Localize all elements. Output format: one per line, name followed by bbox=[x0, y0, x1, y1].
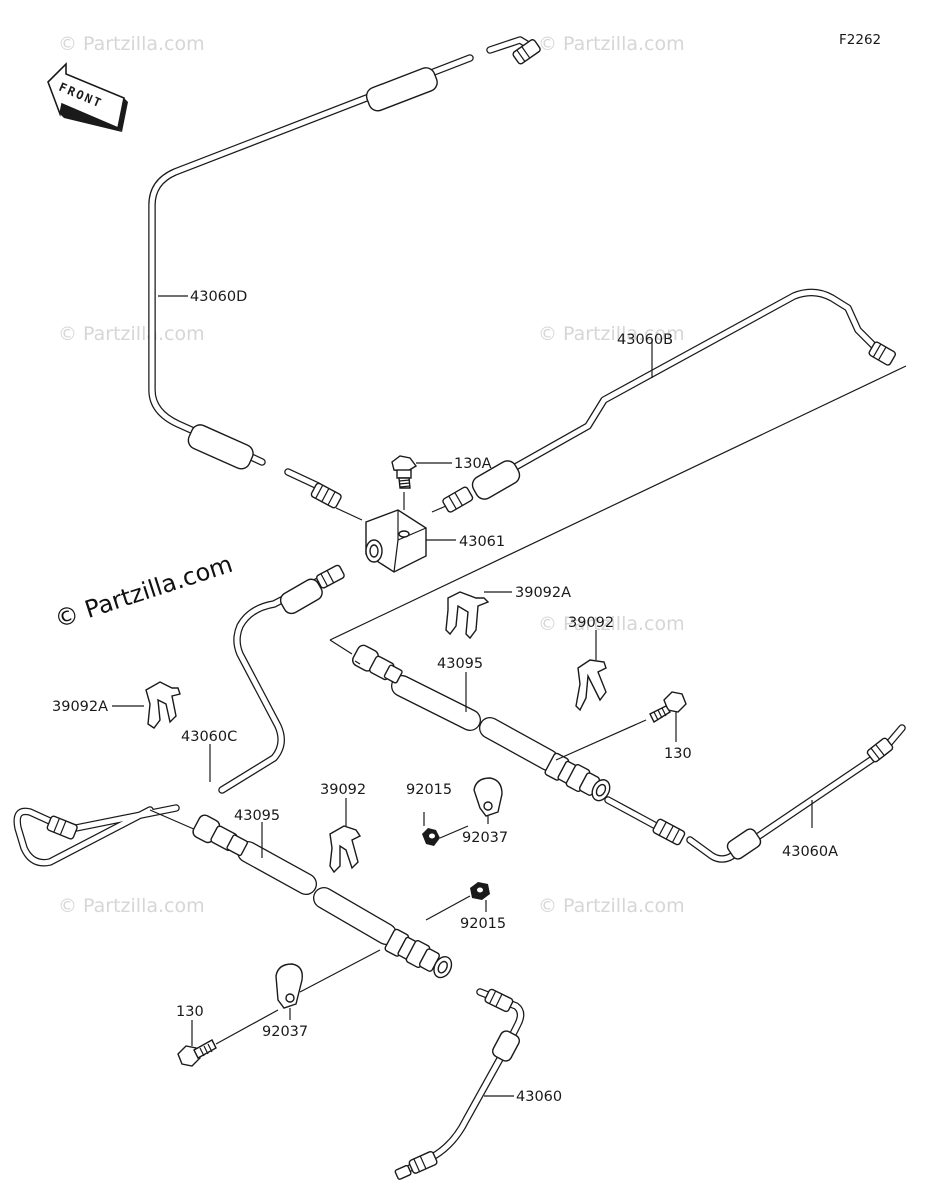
nut-92015-lower-icon bbox=[425, 882, 490, 921]
bolt-130A-icon bbox=[391, 455, 452, 489]
front-arrow-icon: FRONT bbox=[47, 62, 128, 132]
reference-frame bbox=[329, 365, 907, 655]
label-43060D: 43060D bbox=[190, 289, 247, 305]
watermark: © Partzilla.com bbox=[538, 895, 685, 917]
label-39092A-upper: 39092A bbox=[515, 585, 571, 601]
brake-pipe-43060C bbox=[13, 564, 345, 867]
watermark: © Partzilla.com bbox=[538, 33, 685, 55]
label-43060B: 43060B bbox=[617, 332, 673, 348]
label-43060C: 43060C bbox=[181, 729, 237, 745]
watermark: © Partzilla.com bbox=[538, 613, 685, 635]
hose-clip-39092-lower bbox=[329, 825, 362, 874]
label-43095-upper: 43095 bbox=[437, 656, 483, 672]
clamp-92037-upper-icon bbox=[473, 777, 503, 824]
brake-hose-43095-upper bbox=[351, 644, 611, 802]
hose-clip-39092A-left bbox=[145, 681, 181, 729]
label-92015-lower: 92015 bbox=[460, 916, 506, 932]
part-labels: 43060D 43060B 130A 43061 39092A 39092 43… bbox=[52, 289, 838, 1105]
clamp-92037-lower-icon bbox=[275, 949, 381, 1020]
watermark: © Partzilla.com bbox=[58, 33, 205, 55]
bolt-130-upper-icon bbox=[555, 691, 687, 761]
label-43095-lower: 43095 bbox=[234, 808, 280, 824]
figure-id: F2262 bbox=[839, 32, 881, 48]
brake-hose-43095-lower bbox=[192, 814, 453, 979]
label-43060A: 43060A bbox=[782, 844, 838, 860]
label-92037-upper: 92037 bbox=[462, 830, 508, 846]
watermark: © Partzilla.com bbox=[58, 895, 205, 917]
brake-pipe-joint-43061 bbox=[335, 492, 447, 573]
hose-clip-39092A-upper bbox=[445, 591, 490, 640]
brake-pipe-43060D bbox=[148, 36, 541, 509]
label-92037-lower: 92037 bbox=[262, 1024, 308, 1040]
label-130A: 130A bbox=[454, 456, 492, 472]
bolt-130-lower-icon bbox=[177, 1009, 279, 1067]
label-92015-upper: 92015 bbox=[406, 782, 452, 798]
partzilla-watermark-strong: © Partzilla.com bbox=[51, 550, 236, 634]
brake-pipe-43060 bbox=[394, 988, 525, 1180]
hose-clip-39092-upper bbox=[575, 659, 607, 712]
leader-lines bbox=[112, 295, 813, 1097]
brake-pipe-43060B bbox=[442, 288, 896, 513]
label-39092-upper: 39092 bbox=[568, 615, 614, 631]
nut-92015-upper-icon bbox=[422, 812, 469, 846]
label-130-lower: 130 bbox=[176, 1004, 204, 1020]
label-43060: 43060 bbox=[516, 1089, 562, 1105]
watermark: © Partzilla.com bbox=[538, 323, 685, 345]
watermark: © Partzilla.com bbox=[58, 323, 205, 345]
label-43061: 43061 bbox=[459, 534, 505, 550]
label-130-upper: 130 bbox=[664, 746, 692, 762]
label-39092-lower: 39092 bbox=[320, 782, 366, 798]
label-39092A-left: 39092A bbox=[52, 699, 108, 715]
brake-pipe-43060A bbox=[604, 724, 906, 863]
